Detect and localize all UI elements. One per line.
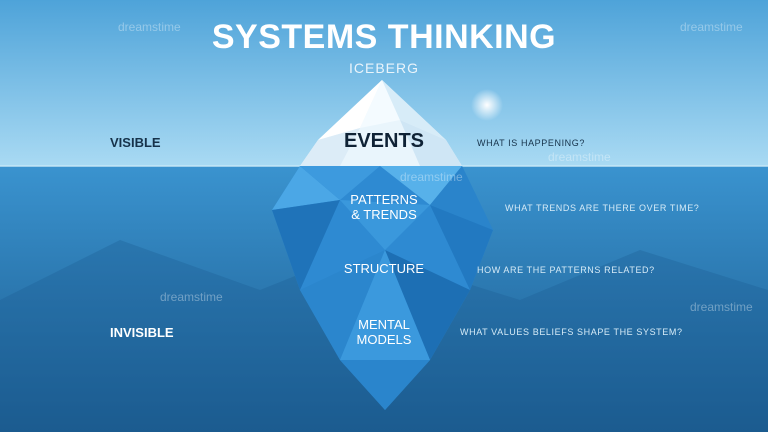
layer-patterns-label: PATTERNS & TRENDS bbox=[314, 192, 454, 223]
layer-events-label: EVENTS bbox=[343, 130, 425, 152]
watermark-text: dreamstime bbox=[690, 300, 753, 314]
layer-patterns-line1: PATTERNS bbox=[350, 192, 418, 207]
question-models: WHAT VALUES BELIEFS SHAPE THE SYSTEM? bbox=[460, 327, 683, 337]
watermark-text: dreamstime bbox=[118, 20, 181, 34]
page-subtitle: ICEBERG bbox=[348, 60, 419, 76]
question-structure: HOW ARE THE PATTERNS RELATED? bbox=[477, 265, 655, 275]
layer-models-line2: MODELS bbox=[356, 331, 412, 347]
layer-models-label: MENTAL MODELS bbox=[314, 317, 454, 348]
iceberg-tip bbox=[300, 80, 462, 166]
watermark-text: dreamstime bbox=[680, 20, 743, 34]
invisible-zone-label: INVISIBLE bbox=[110, 325, 174, 340]
iceberg-body bbox=[272, 166, 493, 410]
layer-patterns-line2: & TRENDS bbox=[351, 206, 417, 222]
sun-glow bbox=[471, 89, 503, 121]
page-title: SYSTEMS THINKING bbox=[211, 18, 557, 56]
layer-structure-label: STRUCTURE bbox=[343, 261, 425, 276]
watermark-text: dreamstime bbox=[548, 150, 611, 164]
visible-zone-label: VISIBLE bbox=[110, 135, 161, 150]
watermark-text: dreamstime bbox=[400, 170, 463, 184]
question-events: WHAT IS HAPPENING? bbox=[477, 138, 585, 148]
layer-models-line1: MENTAL bbox=[358, 317, 410, 332]
question-patterns: WHAT TRENDS ARE THERE OVER TIME? bbox=[505, 203, 700, 213]
watermark-text: dreamstime bbox=[160, 290, 223, 304]
